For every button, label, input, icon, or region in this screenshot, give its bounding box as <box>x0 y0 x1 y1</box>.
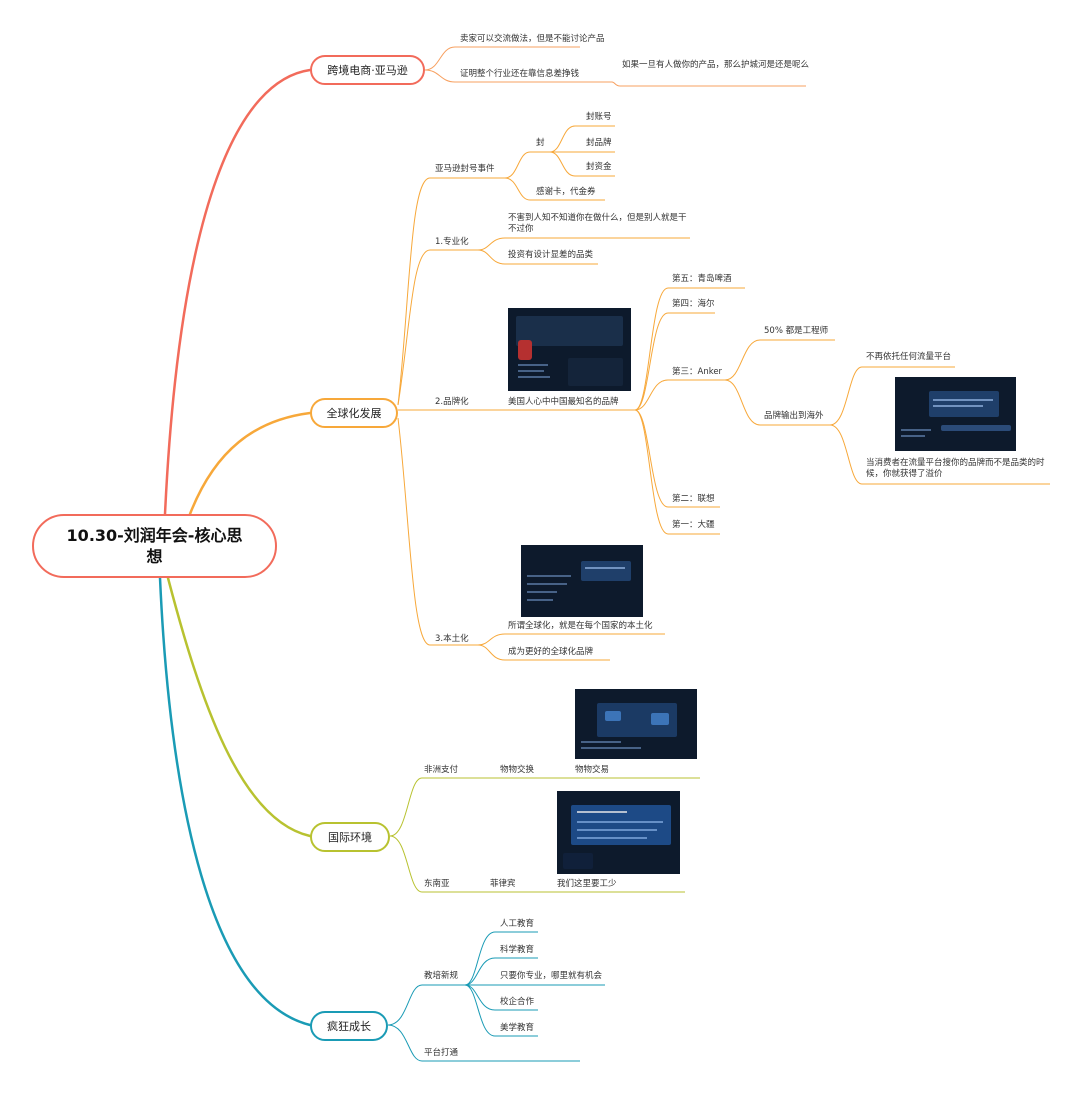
edu-item-5[interactable]: 美学教育 <box>500 1023 535 1033</box>
ban-event[interactable]: 亚马逊封号事件 <box>435 164 495 174</box>
stage-photo-brand <box>895 377 1016 451</box>
rank-4[interactable]: 第四：海尔 <box>672 299 715 309</box>
stage-photo-speaker <box>508 308 631 391</box>
sea-mid[interactable]: 菲律宾 <box>490 879 516 889</box>
africa-node[interactable]: 非洲支付 <box>424 765 459 775</box>
africa-leaf[interactable]: 物物交易 <box>575 765 610 775</box>
thanks-card[interactable]: 感谢卡，代金券 <box>536 187 596 197</box>
anker-engineers[interactable]: 50% 都是工程师 <box>764 326 829 336</box>
overseas-item-1[interactable]: 不再依托任何流量平台 <box>866 352 952 362</box>
branch-growth[interactable]: 疯狂成长 <box>310 1011 388 1041</box>
branch-intl[interactable]: 国际环境 <box>310 822 390 852</box>
brand-node[interactable]: 2.品牌化 <box>435 397 469 407</box>
edu-item-1[interactable]: 人工教育 <box>500 919 535 929</box>
africa-mid[interactable]: 物物交换 <box>500 765 535 775</box>
brand-famous[interactable]: 美国人心中中国最知名的品牌 <box>508 397 619 407</box>
seal-item-account[interactable]: 封账号 <box>586 112 612 122</box>
amazon-item-2[interactable]: 证明整个行业还在靠信息差挣钱 <box>460 69 580 79</box>
edu-item-2[interactable]: 科学教育 <box>500 945 535 955</box>
rank-1[interactable]: 第一：大疆 <box>672 520 715 530</box>
seal-item-funds[interactable]: 封资金 <box>586 162 612 172</box>
edu-node[interactable]: 教培新规 <box>424 971 459 981</box>
local-node[interactable]: 3.本土化 <box>435 634 469 644</box>
rank-5[interactable]: 第五：青岛啤酒 <box>672 274 732 284</box>
overseas-item-2[interactable]: 当消费者在流量平台搜你的品牌而不是品类的时候，你就获得了溢价 <box>866 458 1045 479</box>
stage-photo-barter <box>575 689 697 759</box>
seal-node[interactable]: 封 <box>536 138 545 148</box>
seal-item-brand[interactable]: 封品牌 <box>586 138 612 148</box>
rank-3[interactable]: 第三：Anker <box>672 367 723 377</box>
stage-photo-philippines <box>557 791 680 874</box>
amazon-item-1[interactable]: 卖家可以交流做法，但是不能讨论产品 <box>460 34 605 44</box>
professional-item-1[interactable]: 不害到人知不知道你在做什么，但是别人就是干不过你 <box>508 213 687 234</box>
professional-node[interactable]: 1.专业化 <box>435 237 469 247</box>
root-topic[interactable]: 10.30-刘润年会-核心思想 <box>32 514 277 578</box>
stage-photo-local <box>521 545 643 617</box>
branch-global[interactable]: 全球化发展 <box>310 398 398 428</box>
edu-item-4[interactable]: 校企合作 <box>500 997 535 1007</box>
platform-node[interactable]: 平台打通 <box>424 1048 459 1058</box>
local-item-1[interactable]: 所谓全球化，就是在每个国家的本土化 <box>508 621 653 631</box>
anker-overseas[interactable]: 品牌输出到海外 <box>764 411 824 421</box>
sea-node[interactable]: 东南亚 <box>424 879 450 889</box>
rank-2[interactable]: 第二：联想 <box>672 494 715 504</box>
edu-item-3[interactable]: 只要你专业，哪里就有机会 <box>500 971 603 981</box>
amazon-item-3[interactable]: 如果一旦有人做你的产品，那么护城河是还是呢么 <box>622 60 810 70</box>
professional-item-2[interactable]: 投资有设计显差的品类 <box>508 250 594 260</box>
local-item-2[interactable]: 成为更好的全球化品牌 <box>508 647 594 657</box>
sea-leaf[interactable]: 我们这里要工少 <box>557 879 617 889</box>
branch-amazon[interactable]: 跨境电商·亚马逊 <box>310 55 425 85</box>
